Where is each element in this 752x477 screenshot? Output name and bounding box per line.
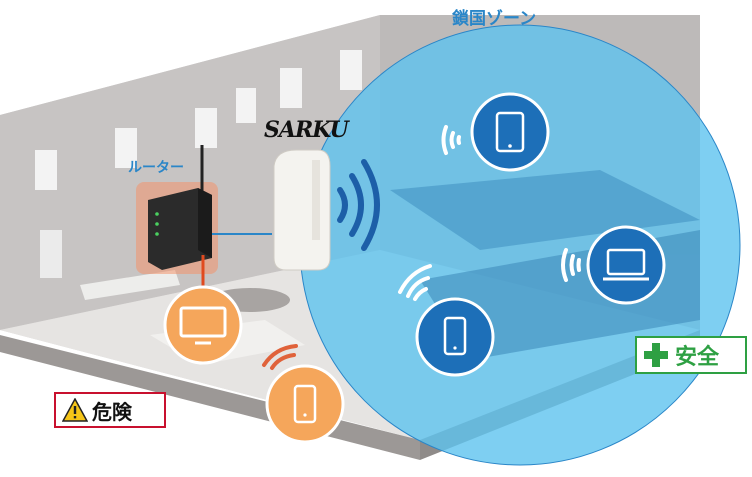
window (195, 108, 217, 148)
tablet-icon (495, 111, 525, 153)
laptop-icon (606, 248, 646, 276)
window (340, 50, 362, 90)
smartphone-icon (443, 316, 467, 356)
tv-stand (80, 270, 180, 300)
plus-icon (644, 343, 668, 367)
safe-badge: 安全 (635, 336, 747, 374)
zone-title: 鎖国ゾーン (452, 9, 537, 29)
tv-icon (179, 306, 227, 338)
router (136, 145, 218, 274)
tv-device (163, 285, 243, 365)
device-signal-waves (337, 159, 380, 251)
window (236, 88, 256, 123)
brand-logo: SARKU (264, 117, 349, 143)
laptop-device (561, 225, 666, 305)
tablet-device (441, 92, 550, 172)
lockdown-device (273, 149, 331, 271)
warning-icon (62, 398, 88, 422)
window (35, 150, 57, 190)
danger-badge: 危険 (54, 392, 166, 428)
exposed-smartphone-device (262, 344, 345, 444)
router-label: ルーター (128, 160, 184, 176)
smartphone-icon (293, 384, 317, 424)
doorway (40, 230, 62, 278)
smartphone-device (398, 264, 495, 377)
window (115, 128, 137, 168)
window (280, 68, 302, 108)
safe-label: 安全 (675, 345, 720, 370)
danger-label: 危険 (92, 399, 132, 424)
